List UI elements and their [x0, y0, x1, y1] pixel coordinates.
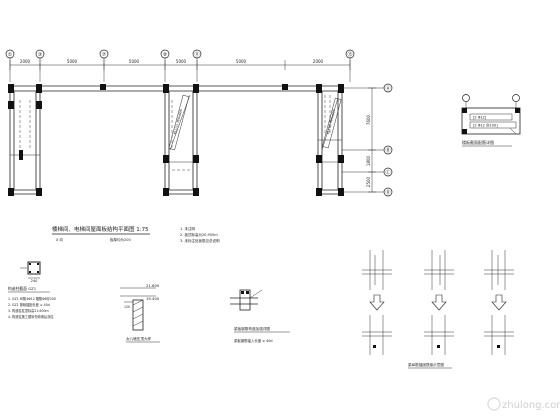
dim-top-2: 5000: [67, 59, 78, 64]
axis-top-6: ⑬: [347, 51, 352, 58]
axis-top-5: ⑪: [194, 51, 199, 58]
parapet-dim: 120: [124, 305, 130, 309]
dim-top-3: 5000: [129, 59, 140, 64]
parapet-detail: 21.600 19.400 120 女儿墙压顶大样: [120, 283, 160, 343]
axis-top-4: ⑨: [163, 52, 167, 58]
plan-diagonal-labels: KL1(1) 300x600 KL1(1) 300x600: [168, 94, 342, 151]
parapet-elev-bottom: 19.400: [146, 296, 160, 301]
plan-dimension-top: 2000 5000 5000 5000 5000 2000: [9, 59, 351, 70]
axis-right-1: Ⓐ: [385, 85, 390, 92]
beam-label-2: KL1(1) 300x600: [326, 109, 336, 135]
dim-right-3: 2500: [366, 176, 371, 187]
section-tag-2: [2 Φ12 @100]: [473, 124, 498, 128]
plan-note-2: 2. 板顶标高为20.950m: [180, 232, 218, 237]
beam-note: 梁板钢筋锚入长度 ≥ 40d: [234, 338, 273, 343]
plan-beams: [9, 85, 343, 195]
dim-right-1: 7600: [366, 114, 371, 125]
plan-note-1: 1. 未注明: [180, 226, 195, 231]
rebar-diagram-1: [362, 250, 392, 290]
column-title: 构造柱截面 GZ1: [8, 286, 37, 291]
axis-right-2: Ⓑ: [385, 147, 390, 154]
column-note-1: 1. GZ1 纵筋4Φ12 箍筋Φ6@200: [8, 296, 56, 301]
dim-right-2: 1800: [366, 155, 371, 166]
plan-columns: [8, 84, 344, 196]
rebar-diagram-5: [424, 315, 454, 355]
dim-top-5: 5000: [236, 59, 247, 64]
watermark: zhulong.com: [487, 397, 560, 411]
column-note-4: 4. 构造柱施工顺序先砌墙后浇柱: [8, 314, 54, 319]
beam-caption: 梁板钢筋构造加强详图: [234, 326, 270, 331]
rebar-diagram-4: [362, 315, 392, 355]
arrow-down-icon: [431, 294, 447, 311]
plan-subtitle-right: 板厚均为200: [110, 237, 131, 242]
dim-top-1: 2000: [20, 59, 31, 64]
plan-subtitle-left: X 向: [56, 237, 64, 242]
watermark-text: zhulong.com: [502, 400, 560, 411]
beam-detail: 梁板钢筋构造加强详图 梁板钢筋锚入长度 ≥ 40d: [230, 289, 290, 343]
column-note-2: 2. GZ1 基础锚固长度 ≥ 40d: [8, 302, 50, 307]
arrow-down-icon: [369, 294, 385, 311]
rebar-diagram-2: [424, 250, 454, 290]
plan-axis-bubbles-top: ① ③ ⑦ ⑨ ⑪ ⑬: [5, 49, 355, 82]
plan-dimension-right: 7600 1800 2500 Ⓐ Ⓑ Ⓒ Ⓓ: [342, 83, 393, 197]
plan-note-3: 3. 未标注处板筋见总说明: [180, 238, 220, 243]
axis-top-2: ③: [38, 52, 42, 58]
plan-title-block: 楼梯间、电梯间屋面板结构平面图 1:75 X 向 板厚均为200 1. 未注明 …: [52, 225, 220, 243]
axis-right-3: Ⓒ: [385, 169, 390, 176]
section-tag-1: [2 Φ12]: [473, 116, 487, 120]
axis-right-4: Ⓓ: [385, 189, 390, 196]
parapet-caption: 女儿墙压顶大样: [126, 336, 152, 341]
dim-top-4: 5000: [176, 59, 187, 64]
axis-top-3: ⑦: [102, 52, 107, 58]
section-caption: 楼板截面配筋详图: [462, 139, 494, 145]
arrow-down-icon: [491, 294, 507, 311]
rebar-caption: 梁纵筋锚固搭接示意图: [408, 362, 444, 367]
axis-top-1: ①: [8, 52, 13, 58]
column-note-3: 3. 构造柱柱顶标高21.600m: [8, 308, 49, 313]
plan-title: 楼梯间、电梯间屋面板结构平面图 1:75: [52, 225, 149, 233]
column-detail: 240 构造柱截面 GZ1 1. GZ1 纵筋4Φ12 箍筋Φ6@200 2. …: [8, 261, 56, 319]
rebar-diagram-6: [484, 315, 514, 355]
section-detail-top-right: [2 Φ12] [2 Φ12 @100] 楼板截面配筋详图: [461, 94, 521, 147]
rebar-diagram-3: [484, 250, 514, 290]
parapet-elev-top: 21.600: [146, 283, 160, 288]
dim-top-6: 2000: [313, 59, 324, 64]
rebar-detail: 梁纵筋锚固搭接示意图: [362, 250, 514, 369]
column-dim: 240: [31, 279, 38, 283]
beam-label-1: KL1(1) 300x600: [173, 109, 183, 135]
